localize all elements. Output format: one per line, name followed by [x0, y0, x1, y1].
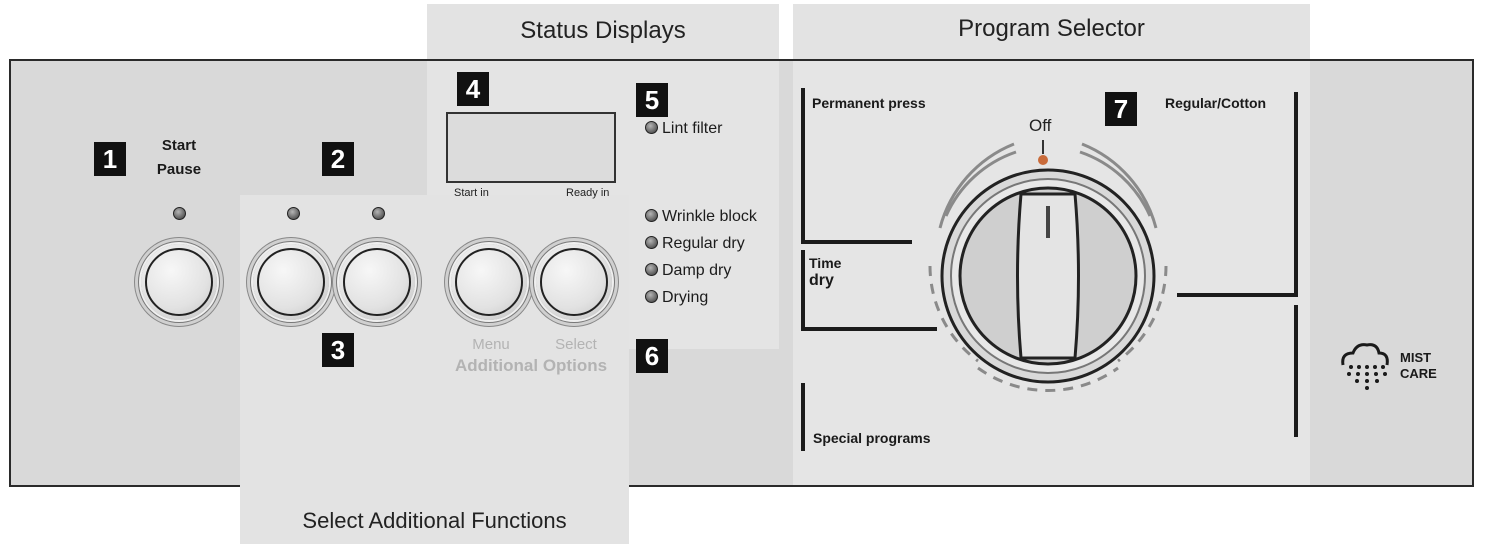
special-programs-label: Special programs — [813, 430, 931, 446]
callout-6: 6 — [636, 339, 668, 373]
lint-filter-led — [645, 121, 658, 134]
regular-cotton-label: Regular/Cotton — [1165, 95, 1267, 111]
function-button-2[interactable] — [339, 244, 415, 320]
callout-2: 2 — [322, 142, 354, 176]
lint-filter-label: Lint filter — [662, 120, 723, 137]
permanent-press-label: Permanent press — [812, 95, 926, 111]
select-label: Select — [555, 336, 597, 353]
wrinkle-block-led — [645, 209, 658, 222]
time-dry-label-1: Time — [809, 255, 842, 271]
bracket-left-top-horizontal — [801, 240, 912, 244]
function-led-1 — [287, 207, 300, 220]
ready-in-label: Ready in — [566, 187, 610, 199]
select-button[interactable] — [536, 244, 612, 320]
menu-button[interactable] — [451, 244, 527, 320]
start-pause-button[interactable] — [141, 244, 217, 320]
bracket-left-bottom-vertical — [801, 383, 805, 451]
time-dry-label-2: dry — [809, 272, 834, 289]
status-display-screen — [446, 112, 616, 183]
wrinkle-block-label: Wrinkle block — [662, 208, 757, 225]
bracket-right-top-horizontal — [1177, 293, 1298, 297]
function-led-2 — [372, 207, 385, 220]
status-displays-heading: Status Displays — [520, 17, 686, 44]
menu-label: Menu — [472, 336, 510, 353]
mist-care-icon — [1341, 343, 1389, 390]
callout-7: 7 — [1105, 92, 1137, 126]
start-pause-led — [173, 207, 186, 220]
program-dial[interactable] — [918, 136, 1178, 396]
additional-options-label: Additional Options — [455, 356, 608, 375]
bracket-right-top-vertical — [1294, 92, 1298, 297]
regular-dry-label: Regular dry — [662, 235, 745, 252]
drying-label: Drying — [662, 289, 709, 306]
off-label: Off — [1029, 116, 1052, 135]
mist-care-line2: CARE — [1400, 366, 1437, 381]
bracket-left-mid-horizontal — [801, 327, 937, 331]
callout-5: 5 — [636, 83, 668, 117]
regular-dry-indicator: Regular dry — [645, 235, 745, 253]
program-selector-heading: Program Selector — [958, 15, 1145, 42]
pause-label: Pause — [156, 161, 202, 178]
bracket-right-bottom-vertical — [1294, 305, 1298, 437]
drying-led — [645, 290, 658, 303]
function-button-1[interactable] — [253, 244, 329, 320]
start-label: Start — [161, 137, 197, 154]
lint-filter-indicator: Lint filter — [645, 120, 722, 138]
select-additional-heading: Select Additional Functions — [302, 508, 567, 533]
dial-grip — [1016, 192, 1080, 360]
damp-dry-indicator: Damp dry — [645, 262, 731, 280]
damp-dry-label: Damp dry — [662, 262, 732, 279]
wrinkle-block-indicator: Wrinkle block — [645, 208, 757, 226]
callout-4: 4 — [457, 72, 489, 106]
dial-tick-arcs — [928, 142, 1168, 392]
callout-3: 3 — [322, 333, 354, 367]
off-dot — [1038, 155, 1048, 165]
callout-1: 1 — [94, 142, 126, 176]
start-in-label: Start in — [454, 187, 489, 199]
mist-care-line1: MIST — [1400, 350, 1432, 365]
bracket-left-mid-vertical — [801, 250, 805, 331]
bracket-left-top-vertical — [801, 88, 805, 243]
regular-dry-led — [645, 236, 658, 249]
damp-dry-led — [645, 263, 658, 276]
drying-indicator: Drying — [645, 289, 708, 307]
